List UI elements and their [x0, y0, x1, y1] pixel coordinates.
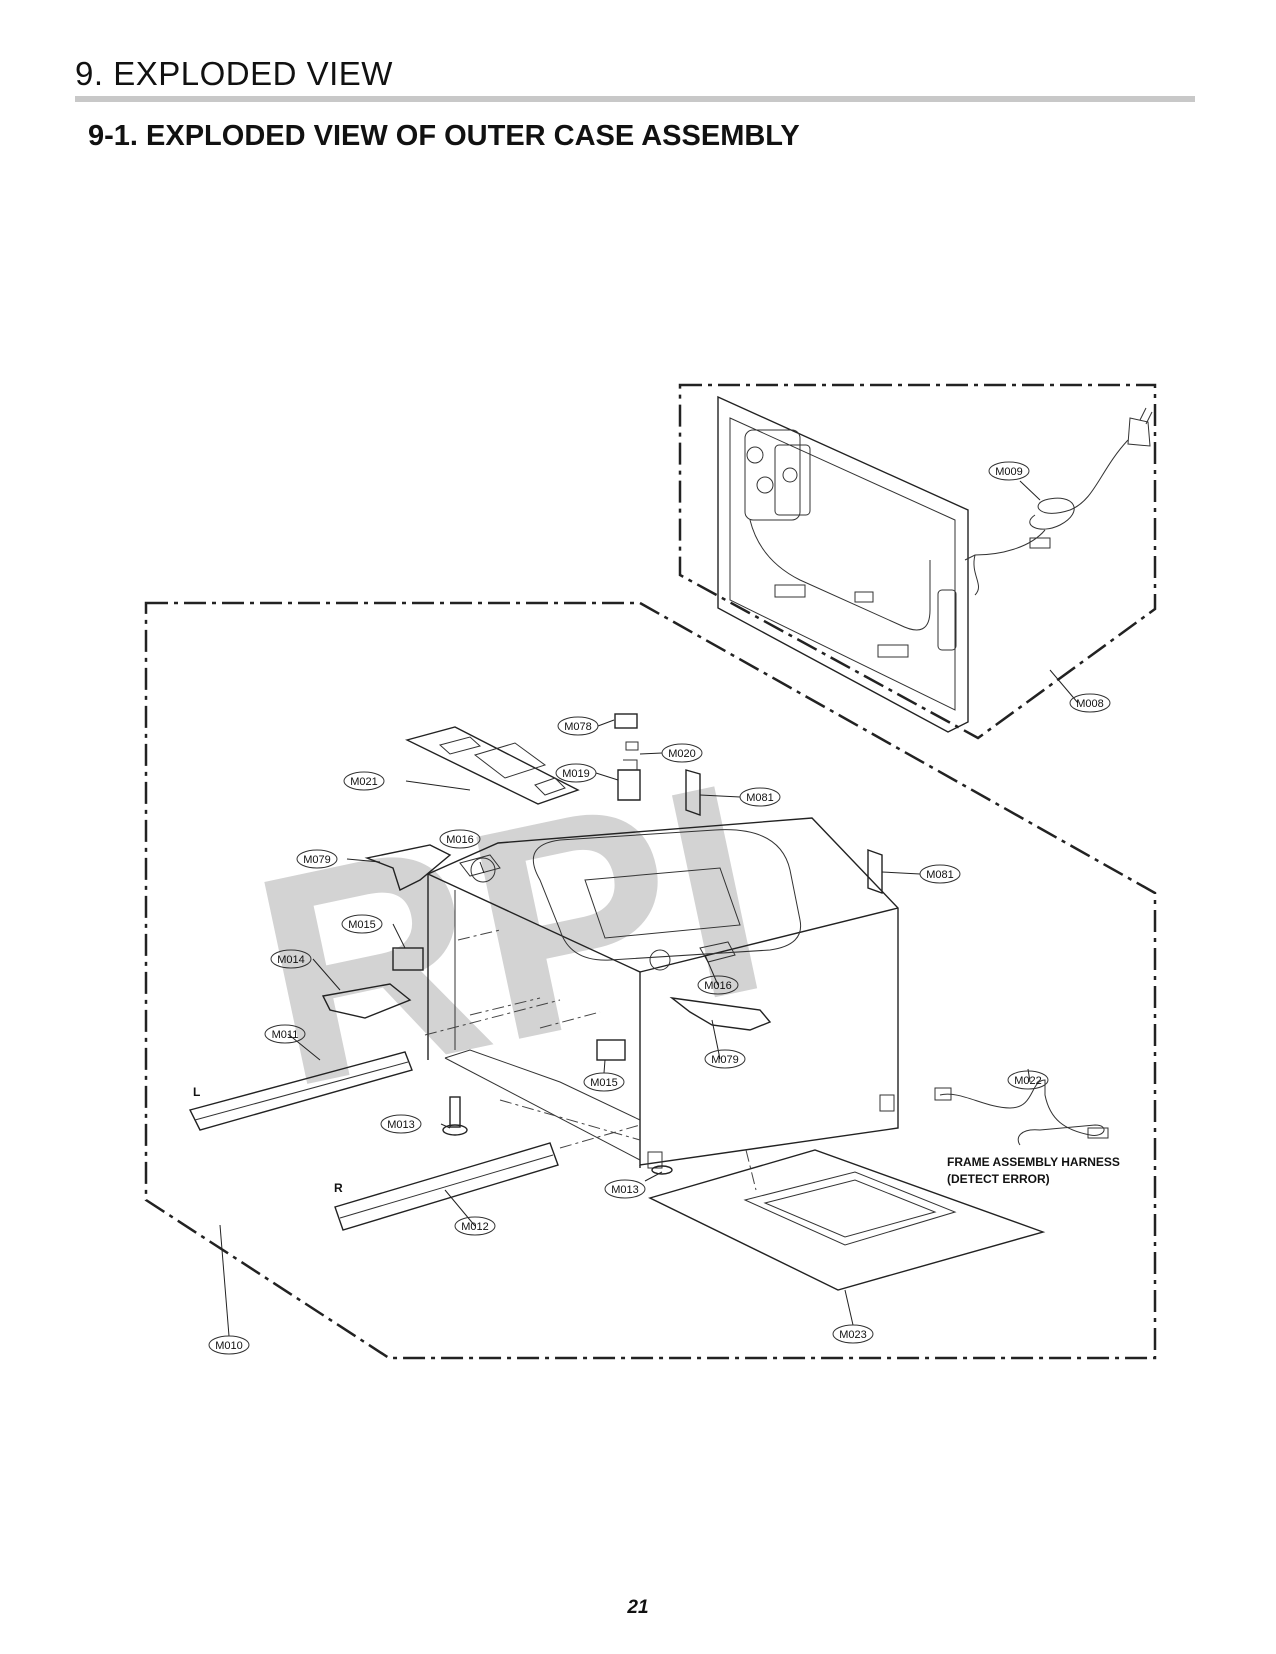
callout-m014-label: M014	[277, 954, 305, 966]
watermark-text: RPI	[231, 718, 790, 1151]
callout-m008-label: M008	[1076, 698, 1104, 710]
callout-m019: M019	[555, 763, 597, 783]
callout-m014: M014	[270, 949, 312, 969]
callout-m012-label: M012	[461, 1221, 489, 1233]
callout-m012: M012	[454, 1216, 496, 1236]
callout-m023-label: M023	[839, 1329, 867, 1341]
left-rail-label: L	[193, 1085, 200, 1099]
harness-part	[934, 1079, 1109, 1146]
callout-m013-a-label: M013	[387, 1119, 415, 1131]
callout-m015-b: M015	[583, 1072, 625, 1092]
callout-m016-b: M016	[697, 975, 739, 995]
callout-m081-b-label: M081	[926, 869, 954, 881]
center-lines	[424, 929, 757, 1191]
power-cord-part	[964, 407, 1153, 596]
callout-m008: M008	[1069, 693, 1111, 713]
callout-m079-a-label: M079	[303, 854, 331, 866]
top-plate-part	[405, 726, 580, 805]
callout-m081-a-label: M081	[746, 792, 774, 804]
callout-m081-b: M081	[919, 864, 961, 884]
callout-m016-b-label: M016	[704, 980, 732, 992]
callout-m016-a-label: M016	[446, 834, 474, 846]
callout-m021: M021	[343, 771, 385, 791]
section-title: 9. EXPLODED VIEW	[75, 55, 393, 92]
callout-m011: M011	[264, 1024, 306, 1044]
rear-cover-border	[678, 383, 1157, 740]
title-rule	[75, 96, 1195, 102]
harness-note-line2: (DETECT ERROR)	[947, 1172, 1050, 1186]
callout-m009: M009	[988, 461, 1030, 481]
page-number: 21	[627, 1597, 649, 1618]
hinges-part	[459, 854, 736, 963]
callout-m013-b: M013	[604, 1179, 646, 1199]
callout-m009-label: M009	[995, 466, 1023, 478]
callout-m023: M023	[832, 1324, 874, 1344]
callout-m020: M020	[661, 743, 703, 763]
top-sensor-parts	[614, 713, 641, 801]
slide-rails-part	[188, 1051, 559, 1231]
callout-m078: M078	[557, 716, 599, 736]
callout-m022: M022	[1007, 1070, 1049, 1090]
rear-cover-part	[717, 395, 969, 733]
callout-m079-b-label: M079	[711, 1054, 739, 1066]
callout-m015-b-label: M015	[590, 1077, 618, 1089]
brackets-part	[685, 769, 883, 894]
callout-m081-a: M081	[739, 787, 781, 807]
callout-m021-label: M021	[350, 776, 378, 788]
callout-m016-a: M016	[439, 829, 481, 849]
cabinet-part	[426, 817, 899, 1169]
callout-m013-a: M013	[380, 1114, 422, 1134]
watermark: RPI	[231, 718, 790, 1151]
main-assembly-border	[144, 601, 1157, 1360]
callout-m022-label: M022	[1014, 1075, 1042, 1087]
callout-m010: M010	[208, 1335, 250, 1355]
corner-supports-part	[364, 844, 772, 1031]
callout-m015-a-label: M015	[348, 919, 376, 931]
leveling-foot-part	[442, 1096, 673, 1175]
callout-m010-label: M010	[215, 1340, 243, 1352]
bottom-plate-part	[648, 1149, 1046, 1291]
leader-lines	[219, 480, 1079, 1337]
right-rail-label: R	[334, 1181, 343, 1195]
callout-m011-label: M011	[272, 1029, 299, 1041]
callout-m015-a: M015	[341, 914, 383, 934]
callout-m079-b: M079	[704, 1049, 746, 1069]
callout-m078-label: M078	[564, 721, 592, 733]
harness-note-line1: FRAME ASSEMBLY HARNESS	[947, 1155, 1120, 1169]
latch-parts	[321, 947, 626, 1061]
callout-m013-b-label: M013	[611, 1184, 639, 1196]
callout-m020-label: M020	[668, 748, 696, 760]
callout-m079-a: M079	[296, 849, 338, 869]
subsection-title: 9-1. EXPLODED VIEW OF OUTER CASE ASSEMBL…	[88, 120, 800, 152]
callout-m019-label: M019	[562, 768, 590, 780]
